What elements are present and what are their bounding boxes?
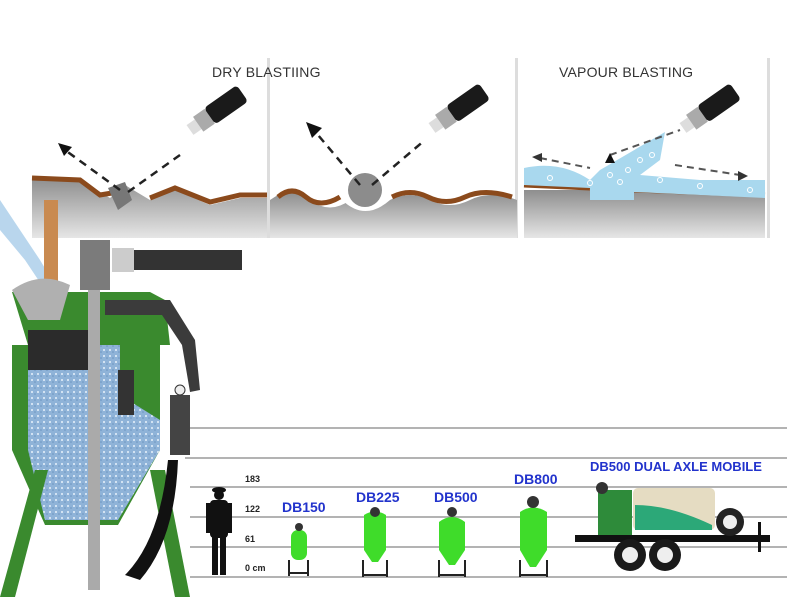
scale-tick-0: 0 cm [245, 563, 266, 573]
hose [125, 460, 178, 580]
machine-db225-icon [362, 507, 388, 577]
blast-machine-cutaway [0, 200, 242, 597]
vapour-blasting-panel [518, 58, 770, 238]
human-silhouette-icon [206, 487, 232, 575]
machine-db500-icon [438, 507, 466, 577]
scale-tick-183: 183 [245, 474, 261, 484]
dual-axle-trailer-icon [575, 482, 770, 571]
vapour-blasting-title: VAPOUR BLASTING [559, 64, 694, 80]
nozzle-icon [186, 86, 247, 135]
abrasive-particle-icon [108, 182, 132, 210]
air-hose [112, 250, 242, 270]
model-label-db800: DB800 [514, 471, 558, 487]
dry-blasting-title: DRY BLASTIING [212, 64, 321, 80]
model-label-db150: DB150 [282, 499, 326, 515]
model-label-db500: DB500 [434, 489, 478, 505]
funnel-icon [12, 278, 70, 320]
dry-blasting-panel-1 [31, 58, 270, 238]
dry-blasting-panel-2 [270, 58, 518, 238]
nozzle-icon [428, 84, 489, 133]
model-label-db225: DB225 [356, 489, 400, 505]
scale-tick-122: 122 [245, 504, 261, 514]
abrasive-sphere-icon [348, 173, 382, 207]
nozzle-icon [679, 84, 740, 133]
machine-db150-icon [288, 523, 309, 576]
machine-db800-icon [519, 496, 548, 577]
arrow-icon [58, 143, 72, 156]
scale-tick-61: 61 [245, 534, 256, 544]
water-stream [0, 200, 55, 290]
pipe [88, 290, 100, 590]
model-label-db500-dual-axle: DB500 DUAL AXLE MOBILE [590, 459, 762, 474]
arrow-icon [306, 122, 322, 138]
